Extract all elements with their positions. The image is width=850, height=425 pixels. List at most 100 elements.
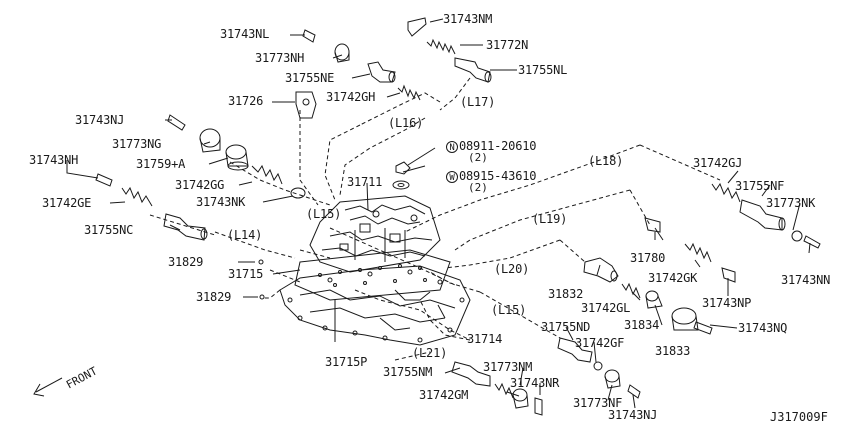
label-31773NF: 31773NF	[573, 396, 623, 410]
label-31743NQ: 31743NQ	[738, 321, 788, 335]
valve-31755NL	[454, 57, 492, 83]
pin-31743NP	[721, 267, 736, 283]
label-31742GL: 31742GL	[581, 301, 631, 315]
label-31833: 31833	[655, 344, 691, 358]
leader-lines	[66, 18, 811, 409]
label-L20: (L20)	[494, 262, 530, 276]
nut-quantity: (2)	[468, 151, 488, 164]
nut-part-number: 08911-20610	[459, 139, 537, 153]
spring-31742GG	[251, 164, 283, 185]
bracket-31726	[295, 91, 317, 119]
plug-31742GF	[593, 361, 603, 371]
valve-31755NE	[367, 61, 396, 83]
nut-08911	[395, 161, 411, 175]
pin-31743NJ	[167, 114, 186, 131]
front-arrow-icon	[33, 377, 63, 397]
label-31755NL: 31755NL	[518, 63, 568, 77]
label-L16: (L16)	[388, 116, 424, 130]
sleeve-31834	[645, 290, 663, 309]
label-31829b: 31829	[196, 290, 232, 304]
label-31742GG: 31742GG	[175, 178, 225, 192]
nut-symbol: N	[446, 140, 458, 153]
washer-31743NK	[290, 187, 306, 199]
label-31742GH: 31742GH	[326, 90, 376, 104]
label-31743NN: 31743NN	[781, 273, 831, 287]
check-ball-31829b	[259, 294, 265, 300]
pin-31743NN	[803, 235, 821, 249]
label-31743NK: 31743NK	[196, 195, 246, 209]
valve-31755NM	[451, 361, 491, 387]
label-31743NR: 31743NR	[510, 376, 560, 390]
label-31742GK: 31742GK	[648, 271, 698, 285]
washer-symbol: W	[446, 170, 458, 183]
pin-31743NL	[302, 29, 316, 43]
check-ball-31829a	[258, 259, 264, 265]
spring-31742GE	[121, 186, 153, 207]
sleeve-31833	[671, 307, 699, 331]
separator-plate	[294, 249, 451, 301]
washer-quantity: (2)	[468, 181, 488, 194]
label-31726: 31726	[228, 94, 264, 108]
spring-31742GM	[494, 382, 514, 399]
label-31743NJ-top: 31743NJ	[75, 113, 125, 127]
label-31829a: 31829	[168, 255, 204, 269]
label-L14: (L14)	[227, 228, 263, 242]
label-31755NM: 31755NM	[383, 365, 433, 379]
label-L15a: (L15)	[306, 207, 342, 221]
label-31715: 31715	[228, 267, 264, 281]
plug-31773NK	[791, 230, 803, 242]
spring-31742GL	[621, 282, 641, 299]
label-31773NK: 31773NK	[766, 196, 816, 210]
washer-08915	[392, 180, 410, 190]
label-31773NG: 31773NG	[112, 137, 162, 151]
label-31755NC: 31755NC	[84, 223, 134, 237]
label-31780: 31780	[630, 251, 666, 265]
plug-31773NH	[334, 43, 350, 63]
spring-31742GK	[684, 242, 712, 263]
pin-31743NR	[534, 397, 543, 416]
spring-31772N	[426, 38, 456, 55]
label-31743NP: 31743NP	[702, 296, 752, 310]
label-31715P: 31715P	[325, 355, 368, 369]
label-31755NF: 31755NF	[735, 179, 785, 193]
valve-31780	[644, 217, 661, 240]
lower-valve-body	[279, 265, 471, 346]
label-31773NM: 31773NM	[483, 360, 533, 374]
sleeve-31759A	[225, 144, 249, 171]
label-31742GJ: 31742GJ	[693, 156, 743, 170]
plug-31773NM	[512, 388, 529, 409]
valve-31755NF	[739, 199, 786, 231]
valve-31832	[583, 257, 619, 283]
label-L18: (L18)	[588, 154, 624, 168]
label-L21: (L21)	[412, 346, 448, 360]
label-31773NH: 31773NH	[255, 51, 305, 65]
label-31834: 31834	[624, 318, 660, 332]
diagram-code: J317009F	[770, 410, 828, 424]
label-31743NL: 31743NL	[220, 27, 270, 41]
label-31772N: 31772N	[486, 38, 529, 52]
label-31742GF: 31742GF	[575, 336, 625, 350]
label-31759A: 31759+A	[136, 157, 186, 171]
label-31742GM: 31742GM	[419, 388, 469, 402]
control-valve-body	[309, 195, 441, 273]
plug-31773NF	[604, 369, 621, 389]
label-L15b: (L15)	[491, 303, 527, 317]
pin-31743NH	[95, 173, 113, 187]
label-31743NM: 31743NM	[443, 12, 493, 26]
pin-31743NJ-b	[627, 384, 641, 399]
pin-31743NM	[407, 17, 427, 37]
label-31742GE: 31742GE	[42, 196, 92, 210]
valve-31755NC	[163, 213, 208, 241]
label-31743NH: 31743NH	[29, 153, 79, 167]
label-31711: 31711	[347, 175, 383, 189]
valve-31755ND	[557, 337, 593, 363]
label-31832: 31832	[548, 287, 584, 301]
spring-31742GJ	[711, 182, 741, 203]
label-L19: (L19)	[532, 212, 568, 226]
label-31755NE: 31755NE	[285, 71, 335, 85]
label-31755ND: 31755ND	[541, 320, 591, 334]
